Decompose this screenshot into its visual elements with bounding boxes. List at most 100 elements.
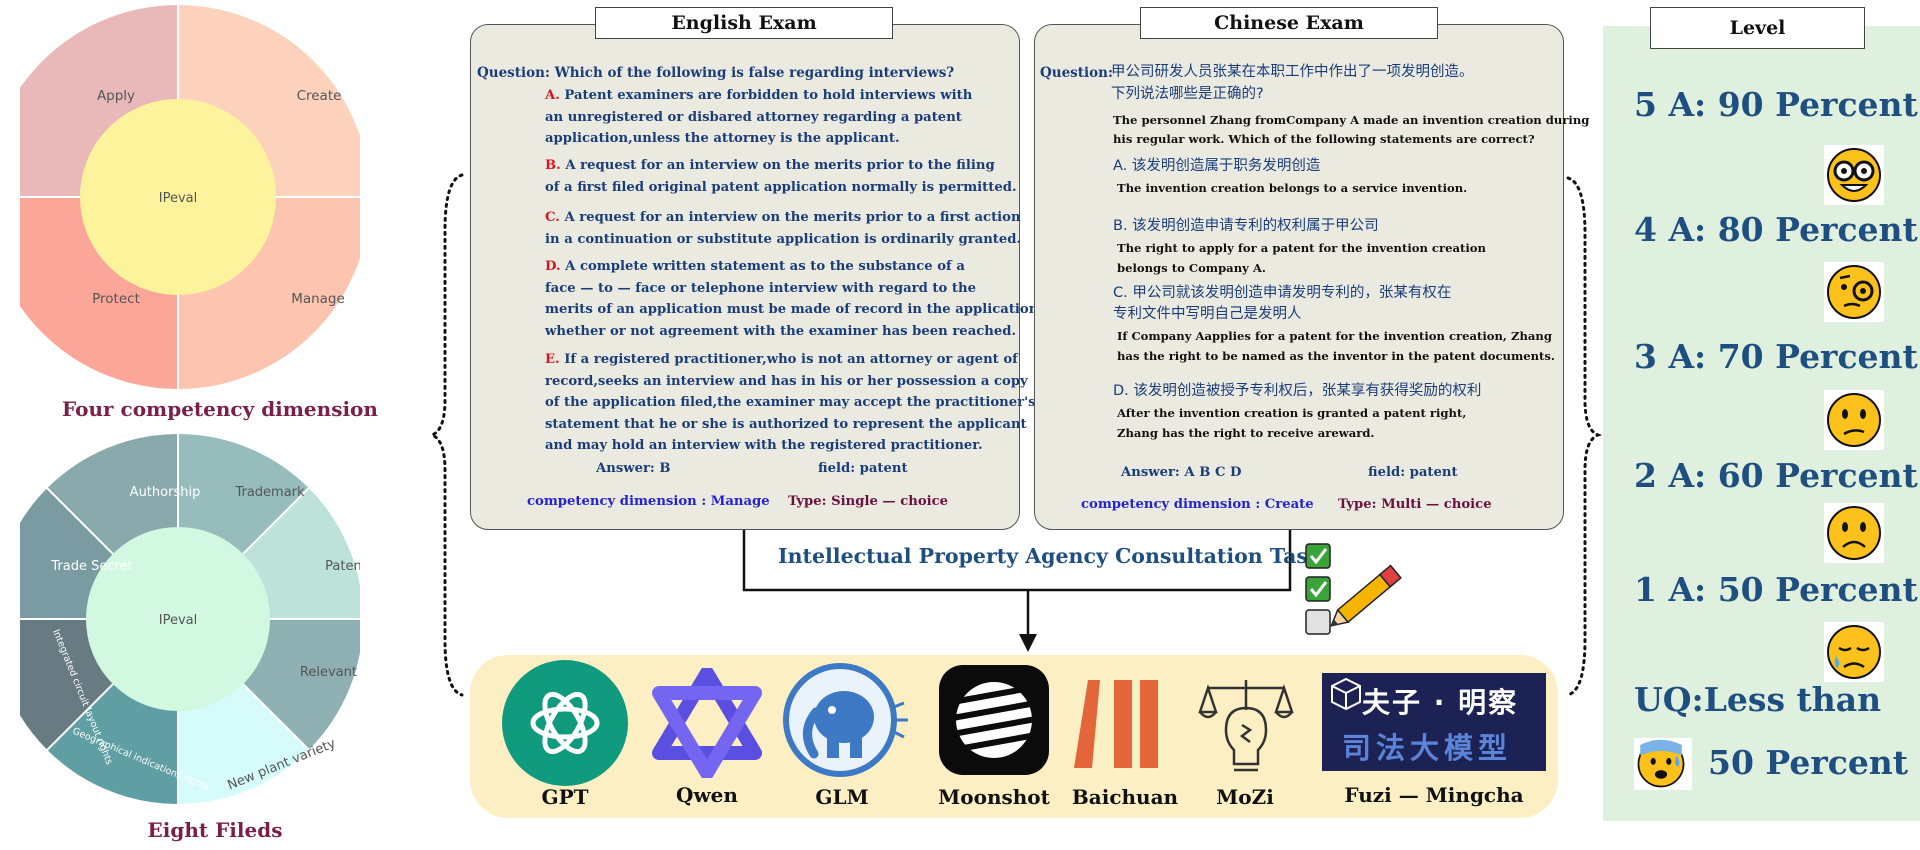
chinese-option-zh: A. 该发明创造属于职务发明创造 xyxy=(1113,158,1321,174)
task-label: Intellectual Property Agency Consultatio… xyxy=(778,544,1323,568)
english-option-line: record,seeks an interview and has in his… xyxy=(545,373,1028,389)
chinese-question-zh-1: 甲公司研发人员张某在本职工作中作出了一项发明创造。 xyxy=(1111,64,1474,80)
chinese-question-label: Question: xyxy=(1040,65,1113,81)
confused-face-icon xyxy=(1824,390,1884,450)
anxious-face-with-sweat-icon xyxy=(1634,738,1692,790)
competency-segment-label: Manage xyxy=(291,291,345,307)
english-answer: Answer: B xyxy=(596,461,671,476)
english-option-letter: D. xyxy=(545,259,566,274)
english-option-letter: C. xyxy=(545,210,565,225)
competency-segment-label: Protect xyxy=(92,291,140,307)
cube-icon xyxy=(1331,677,1361,711)
level-label: 5 A: 90 Percent xyxy=(1634,85,1918,124)
english-option-line: face — to — face or telephone interview … xyxy=(545,280,976,296)
slightly-frowning-face-icon xyxy=(1824,503,1884,563)
fuzi-logo-line-1: 夫子 · 明察 xyxy=(1362,686,1519,719)
mozi-icon xyxy=(1198,680,1294,772)
competency-segment-label: Apply xyxy=(97,88,135,104)
fields-segment-label: Authorship xyxy=(130,485,201,500)
fuzi-mingcha-logo: 夫子 · 明察 司法大模型 xyxy=(1322,673,1546,771)
english-option-line: A request for an interview on the merits… xyxy=(564,210,1021,225)
english-option-line: Patent examiners are forbidden to hold i… xyxy=(564,88,973,103)
arrow-head xyxy=(1019,634,1037,652)
chinese-field: field: patent xyxy=(1368,465,1458,480)
chinese-competency: competency dimension : Create xyxy=(1081,497,1314,512)
model-label-baichuan: Baichuan xyxy=(1071,785,1179,809)
level-label: 1 A: 50 Percent xyxy=(1634,570,1918,609)
english-option: D. A complete written statement as to th… xyxy=(545,256,1043,342)
chinese-question-en-2: his regular work. Which of the following… xyxy=(1113,132,1535,146)
chinese-option-zh: D. 该发明创造被授予专利权后，张某享有获得奖励的权利 xyxy=(1113,383,1482,399)
moonshot-icon xyxy=(939,665,1049,775)
left-brace xyxy=(427,173,464,697)
model-label-mozi: MoZi xyxy=(1216,785,1274,809)
english-option-letter: A. xyxy=(545,88,565,103)
level-label: 4 A: 80 Percent xyxy=(1634,210,1918,249)
model-label-gpt: GPT xyxy=(541,785,589,809)
competency-center-label: IPeval xyxy=(159,191,197,206)
english-option-line: whether or not agreement with the examin… xyxy=(545,323,1017,339)
chinese-option-zh: C. 甲公司就该发明创造申请发明专利的，张某有权在 xyxy=(1113,285,1452,301)
chinese-exam-title: Chinese Exam xyxy=(1140,7,1438,39)
chinese-option-zh: B. 该发明创造申请专利的权利属于甲公司 xyxy=(1113,218,1379,234)
chinese-option-en: The invention creation belongs to a serv… xyxy=(1117,181,1468,195)
fuzi-logo-line-2: 司法大模型 xyxy=(1342,731,1513,765)
english-option: A. Patent examiners are forbidden to hol… xyxy=(545,85,972,150)
english-option-line: in a continuation or substitute applicat… xyxy=(545,231,1022,247)
checklist-pencil-icon xyxy=(1305,543,1402,635)
sad-relieved-face-icon xyxy=(1824,622,1884,682)
gpt-icon xyxy=(502,660,628,786)
chinese-option-en: Zhang has the right to receive areward. xyxy=(1117,426,1375,440)
english-option-line: statement that he or she is authorized t… xyxy=(545,416,1027,432)
fields-segment-label: Trade Secret xyxy=(50,559,132,574)
english-option-line: If a registered practitioner,who is not … xyxy=(564,352,1018,367)
english-field: field: patent xyxy=(818,461,908,476)
chinese-answer: Answer: A B C D xyxy=(1121,465,1242,480)
chinese-question-en-1: The personnel Zhang fromCompany A made a… xyxy=(1113,113,1590,127)
glm-icon xyxy=(783,663,908,777)
level-label: 3 A: 70 Percent xyxy=(1634,337,1918,376)
level-title: Level xyxy=(1650,7,1865,49)
competency-segment-label: Create xyxy=(297,88,342,104)
english-option-line: merits of an application must be made of… xyxy=(545,302,1043,317)
fields-center-label: IPeval xyxy=(159,613,197,628)
chinese-option-zh: 专利文件中写明自己是发明人 xyxy=(1113,306,1302,322)
fields-segment-label: Patent xyxy=(325,559,360,574)
chinese-question-zh-2: 下列说法哪些是正确的? xyxy=(1111,86,1264,102)
nerd-face-icon xyxy=(1824,145,1884,205)
model-label-qwen: Qwen xyxy=(676,783,738,807)
chinese-type: Type: Multi — choice xyxy=(1338,497,1492,512)
english-type: Type: Single — choice xyxy=(788,494,949,509)
chinese-option-en: belongs to Company A. xyxy=(1117,261,1266,275)
competency-center xyxy=(80,99,276,295)
connector-left xyxy=(742,530,1028,592)
fields-wheel-caption: Eight Fileds xyxy=(147,818,283,842)
right-brace xyxy=(1566,176,1603,697)
chinese-exam-card xyxy=(1034,24,1564,530)
chinese-option-en: has the right to be named as the invento… xyxy=(1117,349,1555,363)
fields-segment-label: Relevant laws xyxy=(300,665,360,680)
english-option-line: of a first filed original patent applica… xyxy=(545,179,1017,195)
english-option-line: and may hold an interview with the regis… xyxy=(545,438,983,453)
level-label: 2 A: 60 Percent xyxy=(1634,456,1918,495)
connector-right xyxy=(1028,530,1292,592)
english-option: E. If a registered practitioner,who is n… xyxy=(545,349,1036,457)
chinese-option-en: After the invention creation is granted … xyxy=(1117,406,1467,420)
english-exam-card xyxy=(470,24,1020,530)
model-label-fuzi-mingcha: Fuzi — Mingcha xyxy=(1344,783,1524,807)
english-option-letter: E. xyxy=(545,352,565,367)
fields-segment-label: Trademark xyxy=(234,485,305,500)
baichuan-icon xyxy=(1074,680,1158,768)
english-option-line: an unregistered or disbared attorney reg… xyxy=(545,109,962,125)
competency-wheel-caption: Four competency dimension xyxy=(62,397,378,421)
level-uq-label: UQ:Less than xyxy=(1634,680,1882,719)
model-label-moonshot: Moonshot xyxy=(938,785,1050,809)
english-option-line: A complete written statement as to the s… xyxy=(565,259,965,274)
fields-center xyxy=(86,527,270,711)
english-competency: competency dimension : Manage xyxy=(527,494,770,509)
english-option: C. A request for an interview on the mer… xyxy=(545,207,1021,250)
fields-wheel: IPevalTrademarkPatentRelevant lawsNew pl… xyxy=(20,431,360,807)
english-option-line: A request for an interview on the merits… xyxy=(565,158,995,173)
